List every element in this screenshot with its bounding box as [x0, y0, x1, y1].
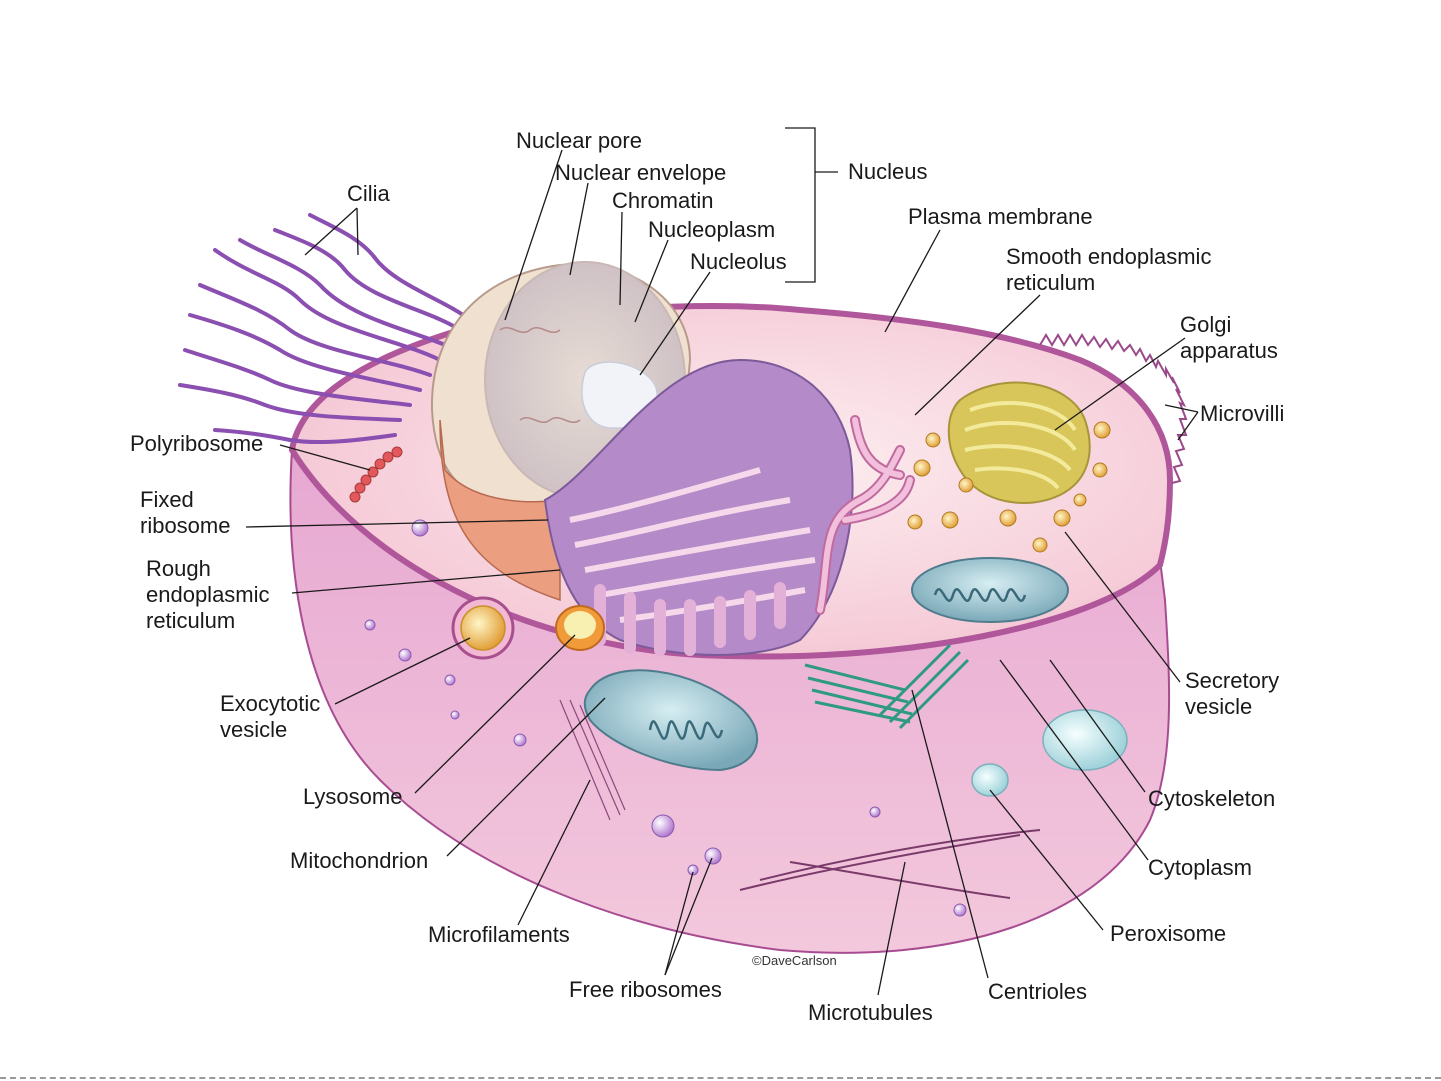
- label-exocytotic-vesicle: Exocytotic vesicle: [220, 691, 321, 742]
- label-smooth-er: Smooth endoplasmic reticulum: [1006, 244, 1212, 295]
- rough-er-shape: [543, 358, 854, 656]
- label-golgi: Golgi apparatus: [1180, 312, 1278, 363]
- mitochondrion-upper: [911, 557, 1069, 623]
- label-fixed-ribosome: Fixed ribosome: [140, 487, 231, 538]
- label-cytoskeleton: Cytoskeleton: [1148, 786, 1276, 811]
- label-cilia: Cilia: [347, 181, 390, 206]
- label-centrioles: Centrioles: [988, 979, 1088, 1004]
- golgi-vesicles: [907, 421, 1111, 553]
- label-polyribosome: Polyribosome: [130, 431, 264, 456]
- label-nucleus: Nucleus: [848, 159, 928, 184]
- label-mitochondrion: Mitochondrion: [290, 848, 429, 873]
- label-nucleoplasm: Nucleoplasm: [648, 217, 776, 242]
- bottom-divider: [0, 1077, 1441, 1079]
- label-rough-er: Rough endoplasmic reticulum: [146, 556, 270, 633]
- mitochondrion-lower: [583, 669, 758, 772]
- label-plasma-membrane: Plasma membrane: [908, 204, 1093, 229]
- label-free-ribosomes: Free ribosomes: [569, 977, 722, 1002]
- label-cytoplasm: Cytoplasm: [1148, 855, 1252, 880]
- centrioles-shape: [804, 643, 970, 730]
- label-nuclear-envelope: Nuclear envelope: [555, 160, 727, 185]
- label-microvilli: Microvilli: [1200, 401, 1285, 426]
- leader-lines: [245, 149, 1199, 996]
- golgi-shape: [947, 381, 1091, 504]
- nucleus-bracket: [785, 127, 838, 283]
- lysosome-shape: [555, 605, 605, 651]
- microfilaments-shape: [559, 699, 626, 821]
- exocytotic-vesicle-shape: [451, 596, 515, 660]
- smooth-er-fill: [817, 417, 913, 613]
- polyribosome-shape: [349, 446, 403, 503]
- label-chromatin: Chromatin: [612, 188, 714, 213]
- label-secretory-vesicle: Secretory vesicle: [1185, 668, 1280, 719]
- peroxisome-shapes: [971, 709, 1128, 797]
- credit-text: ©DaveCarlson: [752, 953, 837, 968]
- label-nucleolus: Nucleolus: [690, 249, 787, 274]
- label-peroxisome: Peroxisome: [1110, 921, 1227, 946]
- free-ribosome-bubbles: [364, 519, 967, 917]
- label-lysosome: Lysosome: [303, 784, 403, 809]
- microtubules-shape: [739, 829, 1041, 899]
- label-microfilaments: Microfilaments: [428, 922, 570, 947]
- label-nuclear-pore: Nuclear pore: [516, 128, 642, 153]
- label-microtubules: Microtubules: [808, 1000, 933, 1025]
